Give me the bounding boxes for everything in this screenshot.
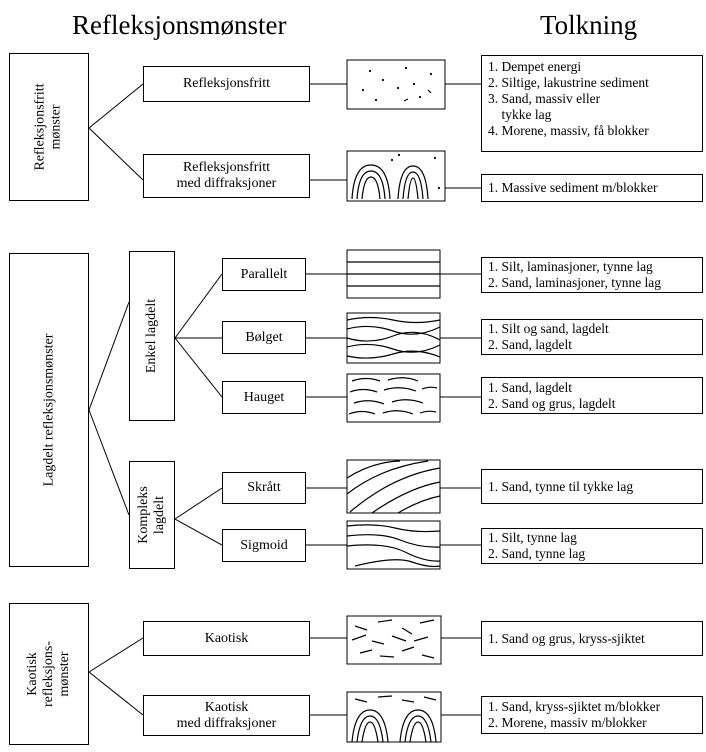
category-hummocky: Hauget <box>222 381 306 414</box>
interpretation-line: 2. Sand, laminasjoner, tynne lag <box>488 275 662 290</box>
interpretation-line: 1. Sand og grus, kryss-sjiktet <box>488 630 645 646</box>
interpretation-line: 1. Sand, lagdelt <box>488 379 572 395</box>
interpretation-line: 2. Siltige, lakustrine sediment <box>488 75 649 90</box>
scattered-dots-icon <box>346 59 446 110</box>
interpretation-line: 1. Massive sediment m/blokker <box>488 180 658 195</box>
header-interpretation: Tolkning <box>540 10 638 40</box>
parallel-lines-icon <box>346 249 441 299</box>
interpretation-parallel: 1. Silt, laminasjoner, tynne lag 2. Sand… <box>481 257 703 293</box>
interpretation-line: 1. Dempet energi <box>488 59 582 74</box>
group-complex-layered-label: Kompleks lagdelt <box>136 486 167 544</box>
group-reflection-free-label: Refleksjonsfritt mønster <box>33 83 65 171</box>
group-layered: Lagdelt refleksjonsmønster <box>9 253 89 567</box>
oblique-lines-icon <box>346 459 441 514</box>
interpretation-line: 1. Silt, tynne lag <box>488 530 577 545</box>
category-wavy: Bølget <box>222 321 306 354</box>
group-layered-label: Lagdelt refleksjonsmønster <box>41 333 57 487</box>
interpretation-oblique: 1. Sand, tynne til tykke lag <box>481 469 703 504</box>
interpretation-chaotic: 1. Sand og grus, kryss-sjiktet <box>481 621 703 656</box>
category-chaotic: Kaotisk <box>143 621 310 656</box>
interpretation-line: tykke lag <box>488 107 552 122</box>
interpretation-sigmoid: 1. Silt, tynne lag 2. Sand, tynne lag <box>481 528 703 564</box>
hummocky-lines-icon <box>346 373 441 423</box>
interpretation-reflection-free: 1. Dempet energi 2. Siltige, lakustrine … <box>481 55 703 152</box>
chaotic-diffraction-icon <box>346 691 442 743</box>
interpretation-line: 2. Morene, massiv m/blokker <box>488 715 647 730</box>
header-pattern: Refleksjonsmønster <box>72 10 287 40</box>
interpretation-line: 2. Sand, lagdelt <box>488 337 572 352</box>
group-simple-layered: Enkel lagdelt <box>129 251 175 421</box>
interpretation-line: 2. Sand, tynne lag <box>488 546 586 561</box>
interpretation-line: 1. Sand, kryss-sjiktet m/blokker <box>488 699 661 714</box>
category-parallel: Parallelt <box>222 258 306 291</box>
wavy-lines-icon <box>346 312 441 364</box>
interpretation-reflection-free-diffraction: 1. Massive sediment m/blokker <box>481 174 703 202</box>
group-chaotic: Kaotisk refleksjons-mønster <box>9 603 89 745</box>
interpretation-hummocky: 1. Sand, lagdelt 2. Sand og grus, lagdel… <box>481 377 703 414</box>
category-reflection-free-diffraction: Refleksjonsfritt med diffraksjoner <box>143 154 310 198</box>
group-complex-layered: Kompleks lagdelt <box>129 461 175 569</box>
interpretation-line: 2. Sand og grus, lagdelt <box>488 395 616 411</box>
chaotic-lines-icon <box>346 615 442 665</box>
interpretation-line: 1. Sand, tynne til tykke lag <box>488 478 634 494</box>
category-sigmoid: Sigmoid <box>222 529 306 562</box>
category-reflection-free: Refleksjonsfritt <box>143 66 310 102</box>
diffraction-hyperbolas-icon <box>346 150 446 202</box>
category-chaotic-diffraction: Kaotisk med diffraksjoner <box>143 695 310 736</box>
interpretation-line: 3. Sand, massiv eller <box>488 91 601 106</box>
interpretation-line: 1. Silt, laminasjoner, tynne lag <box>488 259 653 274</box>
sigmoid-lines-icon <box>346 520 441 570</box>
interpretation-line: 4. Morene, massiv, få blokker <box>488 123 649 138</box>
group-reflection-free: Refleksjonsfritt mønster <box>9 53 89 201</box>
interpretation-line: 1. Silt og sand, lagdelt <box>488 321 609 336</box>
category-oblique: Skrått <box>222 472 306 504</box>
interpretation-wavy: 1. Silt og sand, lagdelt 2. Sand, lagdel… <box>481 319 703 355</box>
group-chaotic-label: Kaotisk refleksjons-mønster <box>25 640 72 708</box>
group-simple-layered-label: Enkel lagdelt <box>144 298 160 374</box>
interpretation-chaotic-diffraction: 1. Sand, kryss-sjiktet m/blokker 2. More… <box>481 696 703 734</box>
